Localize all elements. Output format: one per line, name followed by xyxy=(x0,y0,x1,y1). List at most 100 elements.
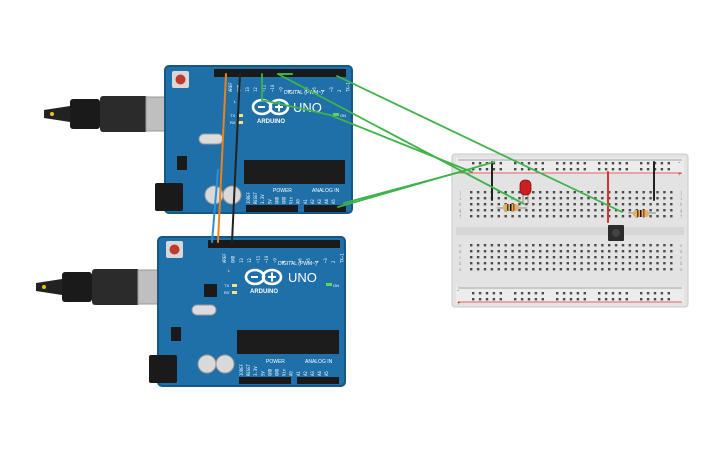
breadboard-hole[interactable] xyxy=(470,191,473,194)
breadboard-hole[interactable] xyxy=(594,250,597,253)
breadboard-hole[interactable] xyxy=(628,262,632,265)
breadboard-hole[interactable] xyxy=(525,250,528,253)
breadboard-hole[interactable] xyxy=(618,292,622,295)
breadboard-hole[interactable] xyxy=(539,244,542,247)
breadboard-hole[interactable] xyxy=(490,215,494,218)
breadboard-hole[interactable] xyxy=(583,168,586,171)
breadboard-hole[interactable] xyxy=(559,262,563,265)
breadboard-hole[interactable] xyxy=(640,292,643,295)
breadboard-hole[interactable] xyxy=(566,203,569,206)
breadboard-hole[interactable] xyxy=(656,244,659,247)
breadboard-hole[interactable] xyxy=(532,262,535,265)
breadboard-hole[interactable] xyxy=(587,244,590,247)
breadboard-hole[interactable] xyxy=(583,298,586,301)
breadboard-hole[interactable] xyxy=(545,250,549,253)
breadboard-hole[interactable] xyxy=(670,256,673,259)
breadboard-hole[interactable] xyxy=(604,168,608,171)
breadboard-hole[interactable] xyxy=(649,197,652,200)
breadboard-hole[interactable] xyxy=(483,244,487,247)
breadboard-hole[interactable] xyxy=(621,197,625,200)
breadboard-hole[interactable] xyxy=(534,168,538,171)
breadboard-hole[interactable] xyxy=(628,268,632,271)
breadboard-hole[interactable] xyxy=(628,250,632,253)
breadboard-hole[interactable] xyxy=(667,168,670,171)
breadboard-hole[interactable] xyxy=(545,209,549,212)
breadboard-hole[interactable] xyxy=(608,215,611,218)
breadboard-hole[interactable] xyxy=(520,292,524,295)
breadboard-hole[interactable] xyxy=(518,244,521,247)
breadboard-hole[interactable] xyxy=(470,203,473,206)
breadboard-hole[interactable] xyxy=(598,168,601,171)
breadboard-hole[interactable] xyxy=(476,191,480,194)
breadboard-hole[interactable] xyxy=(580,215,583,218)
breadboard-hole[interactable] xyxy=(642,262,645,265)
breadboard-hole[interactable] xyxy=(594,215,597,218)
breadboard-hole[interactable] xyxy=(573,215,576,218)
breadboard-hole[interactable] xyxy=(539,215,542,218)
breadboard-hole[interactable] xyxy=(670,244,673,247)
breadboard-hole[interactable] xyxy=(525,209,528,212)
breadboard-hole[interactable] xyxy=(580,262,583,265)
breadboard-hole[interactable] xyxy=(545,191,549,194)
breadboard-hole[interactable] xyxy=(511,191,514,194)
breadboard-hole[interactable] xyxy=(614,215,618,218)
breadboard-hole[interactable] xyxy=(656,209,659,212)
breadboard-hole[interactable] xyxy=(601,215,604,218)
breadboard-hole[interactable] xyxy=(628,256,632,259)
breadboard-hole[interactable] xyxy=(490,244,494,247)
breadboard-hole[interactable] xyxy=(539,256,542,259)
breadboard-hole[interactable] xyxy=(653,292,657,295)
breadboard-hole[interactable] xyxy=(476,209,480,212)
arduino-board-top[interactable]: ARDUINO UNO DIGITAL (PWM~) POWER ANALOG … xyxy=(44,65,359,214)
resistor-2[interactable] xyxy=(628,210,656,217)
breadboard-hole[interactable] xyxy=(601,262,604,265)
breadboard-hole[interactable] xyxy=(587,209,590,212)
breadboard-hole[interactable] xyxy=(497,256,500,259)
breadboard-hole[interactable] xyxy=(663,256,666,259)
breadboard-hole[interactable] xyxy=(635,244,638,247)
breadboard-hole[interactable] xyxy=(539,203,542,206)
breadboard-hole[interactable] xyxy=(539,191,542,194)
breadboard-hole[interactable] xyxy=(594,191,597,194)
breadboard-hole[interactable] xyxy=(642,197,645,200)
breadboard-hole[interactable] xyxy=(573,268,576,271)
breadboard-hole[interactable] xyxy=(532,256,535,259)
breadboard-hole[interactable] xyxy=(566,191,569,194)
breadboard-hole[interactable] xyxy=(504,215,507,218)
breadboard-hole[interactable] xyxy=(587,268,590,271)
breadboard-hole[interactable] xyxy=(580,250,583,253)
breadboard-hole[interactable] xyxy=(476,215,480,218)
breadboard-hole[interactable] xyxy=(534,162,538,165)
breadboard-hole[interactable] xyxy=(663,191,666,194)
breadboard-hole[interactable] xyxy=(608,191,611,194)
breadboard-hole[interactable] xyxy=(656,256,659,259)
breadboard-hole[interactable] xyxy=(580,209,583,212)
breadboard-hole[interactable] xyxy=(497,262,500,265)
breadboard-hole[interactable] xyxy=(580,197,583,200)
breadboard-hole[interactable] xyxy=(667,292,670,295)
breadboard-hole[interactable] xyxy=(525,215,528,218)
breadboard-hole[interactable] xyxy=(485,168,489,171)
breadboard-hole[interactable] xyxy=(608,256,611,259)
breadboard-hole[interactable] xyxy=(518,191,521,194)
breadboard-hole[interactable] xyxy=(490,268,494,271)
breadboard-hole[interactable] xyxy=(527,298,531,301)
breadboard-hole[interactable] xyxy=(499,162,502,165)
breadboard-hole[interactable] xyxy=(621,209,625,212)
breadboard-hole[interactable] xyxy=(552,191,556,194)
breadboard-hole[interactable] xyxy=(552,197,556,200)
breadboard-hole[interactable] xyxy=(518,262,521,265)
breadboard-hole[interactable] xyxy=(483,203,487,206)
breadboard-hole[interactable] xyxy=(514,298,517,301)
breadboard-hole[interactable] xyxy=(635,203,638,206)
breadboard-hole[interactable] xyxy=(511,262,514,265)
breadboard-hole[interactable] xyxy=(545,203,549,206)
breadboard-hole[interactable] xyxy=(601,268,604,271)
breadboard-hole[interactable] xyxy=(559,209,563,212)
breadboard-hole[interactable] xyxy=(490,256,494,259)
breadboard-hole[interactable] xyxy=(611,168,615,171)
breadboard-hole[interactable] xyxy=(476,262,480,265)
breadboard-hole[interactable] xyxy=(587,197,590,200)
breadboard-hole[interactable] xyxy=(618,168,622,171)
breadboard-hole[interactable] xyxy=(663,244,666,247)
